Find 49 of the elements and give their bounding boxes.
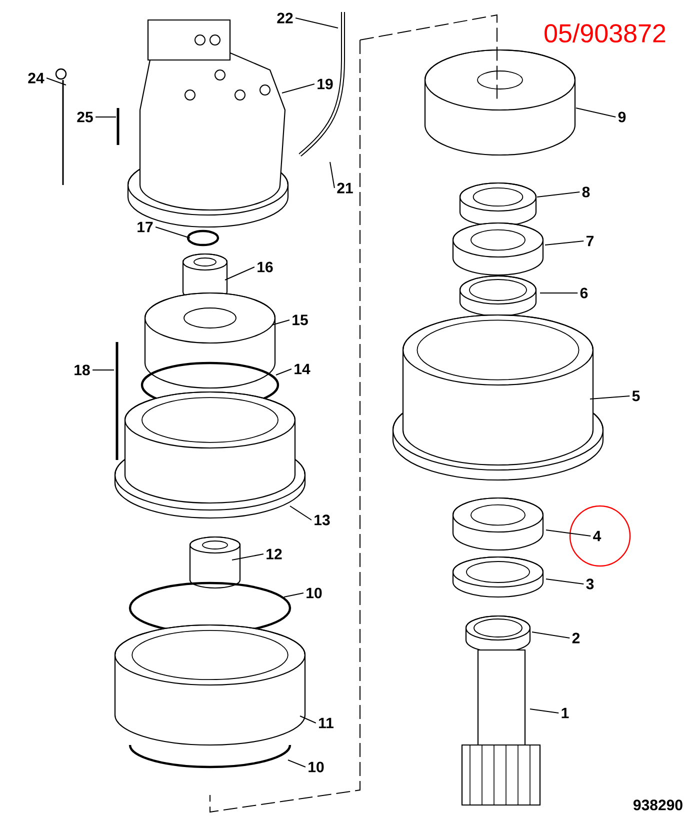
callout-number: 25 xyxy=(77,112,93,122)
callout-number: 24 xyxy=(28,72,44,84)
figure-number: 938290 xyxy=(634,800,682,810)
callout-number: 16 xyxy=(258,262,273,272)
leader-line xyxy=(155,226,190,238)
callout-number: 11 xyxy=(319,718,334,728)
callout-number: 19 xyxy=(318,78,333,90)
callout-number: 1 xyxy=(562,708,569,718)
leader-line xyxy=(590,396,630,400)
callout-number: 22 xyxy=(277,12,293,24)
leader-line xyxy=(546,530,592,536)
callout-number: 7 xyxy=(586,236,594,246)
part-number: 05/903872 xyxy=(544,23,666,43)
callout-number: 2 xyxy=(572,632,580,644)
leader-line xyxy=(330,162,335,188)
leader-line xyxy=(530,708,560,714)
callout-number: 13 xyxy=(314,514,330,526)
callout-number: 6 xyxy=(580,288,588,298)
callout-number: 18 xyxy=(74,364,90,376)
leader-line xyxy=(95,116,116,118)
leader-line xyxy=(544,240,584,246)
leader-line xyxy=(536,192,580,198)
callout-number: 15 xyxy=(292,314,308,326)
leader-line xyxy=(546,578,584,584)
leader-line xyxy=(576,108,616,118)
leader-line xyxy=(46,78,66,86)
callout-number: 8 xyxy=(582,186,590,198)
callout-number: 10 xyxy=(306,588,322,598)
leader-line xyxy=(272,320,290,326)
leader-line xyxy=(288,760,306,768)
leader-line xyxy=(532,632,570,638)
leader-line xyxy=(276,368,292,376)
callout-number: 12 xyxy=(266,548,282,560)
leader-line xyxy=(284,592,304,598)
callout-number: 17 xyxy=(138,222,153,232)
callout-number: 9 xyxy=(618,112,626,122)
callout-number: 4 xyxy=(593,530,602,542)
callout-number: 14 xyxy=(294,364,310,374)
leader-line xyxy=(232,554,264,560)
callout-number: 3 xyxy=(586,578,594,590)
leader-line xyxy=(224,266,255,280)
leader-line xyxy=(290,506,312,520)
callout-number: 10 xyxy=(308,762,324,772)
leader-line xyxy=(282,84,315,94)
leader-line xyxy=(295,18,338,28)
callout-number: 21 xyxy=(337,182,353,194)
callout-number: 5 xyxy=(632,390,640,402)
leader-line xyxy=(300,716,316,724)
leader-line xyxy=(540,292,578,294)
